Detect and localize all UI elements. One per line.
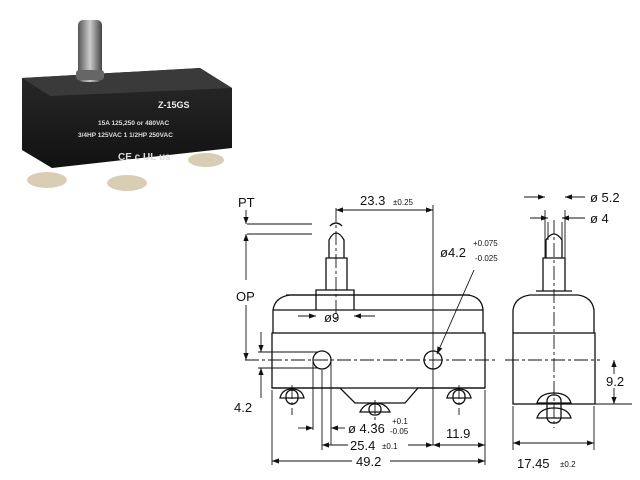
side-width: 17.45: [517, 456, 550, 471]
terminal: [107, 175, 147, 191]
dim-23-3-tol: ±0.25: [393, 198, 414, 207]
switch-photo: Z-15GS 15A 125,250 or 480VAC 3/4HP 125VA…: [22, 20, 232, 191]
side-dim-9-2: 9.2: [606, 374, 624, 389]
op-label: OP: [236, 289, 255, 304]
dim-49-2: 49.2: [356, 454, 381, 469]
terminal: [188, 153, 224, 167]
photo-rating-2: 3/4HP 125VAC 1 1/2HP 250VAC: [78, 132, 173, 139]
dim-25-4-tol: ±0.1: [382, 442, 398, 451]
pt-label: PT: [238, 195, 255, 210]
side-view: ø 5.2 ø 4 9.2 17.45 ±0.2: [505, 190, 632, 471]
dim-11-9: 11.9: [446, 426, 470, 441]
dim-4-2: 4.2: [234, 400, 252, 415]
plunger-collar-dia: ø9: [324, 310, 339, 325]
terminal: [27, 172, 67, 188]
side-width-tol: ±0.2: [560, 460, 576, 469]
hole-dia: ø4.2: [440, 245, 466, 260]
photo-rating-1: 15A 125,250 or 480VAC: [98, 120, 169, 127]
hole-tol-plus: +0.075: [473, 239, 498, 248]
dim-23-3: 23.3: [360, 193, 385, 208]
small-hole-tol-minus: -0.05: [390, 427, 409, 436]
side-dia-4: ø 4: [590, 211, 609, 226]
plunger: [78, 20, 102, 82]
photo-cert-marks: CE c UL us: [118, 152, 171, 163]
front-view: PT OP 4.2 23.3 ±0.25 ø4.2 +0.075 -0.025 …: [234, 193, 498, 469]
photo-model: Z-15GS: [158, 100, 190, 110]
small-hole-dia: ø 4.36: [348, 421, 385, 436]
side-dia-5-2: ø 5.2: [590, 190, 620, 205]
dim-25-4: 25.4: [350, 438, 375, 453]
small-hole-tol-plus: +0.1: [392, 417, 408, 426]
hole-tol-minus: -0.025: [475, 254, 498, 263]
